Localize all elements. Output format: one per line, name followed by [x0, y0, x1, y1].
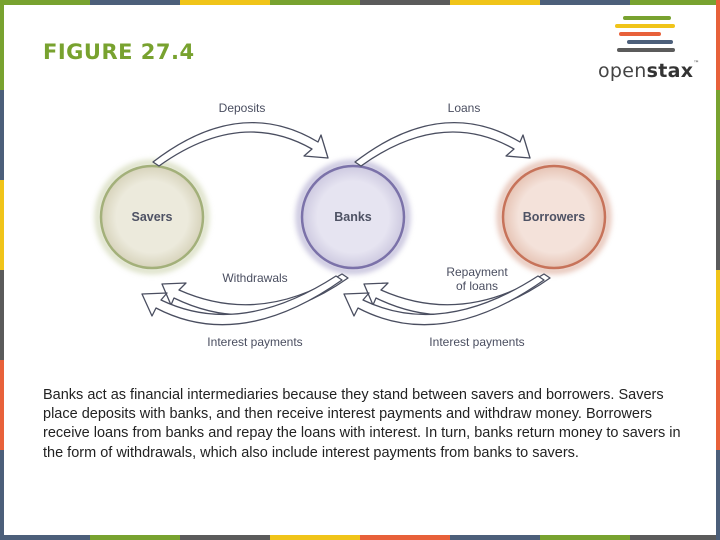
- repayment-label-line2: of loans: [455, 279, 499, 293]
- interest-left-arrow: [141, 275, 343, 326]
- bottom-border: [0, 535, 720, 540]
- banks-label: Banks: [334, 210, 372, 224]
- borrowers-circle: [501, 164, 607, 270]
- logo-wordmark: openstax™: [598, 60, 700, 82]
- figure-title: FIGURE 27.4: [43, 40, 195, 64]
- logo-bars-icon: [615, 16, 675, 52]
- left-border: [0, 0, 4, 540]
- right-border: [716, 0, 720, 540]
- deposits-arrow: [152, 122, 329, 167]
- savers-circle: [99, 164, 205, 270]
- interest-payments-left-label: Interest payments: [207, 335, 303, 349]
- repayment-label-line1: Repayment: [446, 265, 508, 279]
- openstax-logo: openstax™: [596, 16, 700, 86]
- borrowers-label: Borrowers: [522, 210, 586, 224]
- banks-circle: [300, 164, 406, 270]
- interest-payments-right-label: Interest payments: [429, 335, 525, 349]
- savers-label: Savers: [131, 210, 173, 224]
- bank-flow-diagram: Savers Banks Borrowers Deposits Loans Wi…: [90, 90, 630, 360]
- top-border: [0, 0, 720, 5]
- interest-right-arrow: [343, 275, 545, 326]
- deposits-label: Deposits: [218, 101, 266, 115]
- loans-arrow: [354, 122, 531, 167]
- figure-caption: Banks act as financial intermediaries be…: [43, 387, 681, 461]
- diagram-graphic: [95, 122, 611, 326]
- withdrawals-label: Withdrawals: [222, 271, 288, 285]
- loans-label: Loans: [447, 101, 481, 115]
